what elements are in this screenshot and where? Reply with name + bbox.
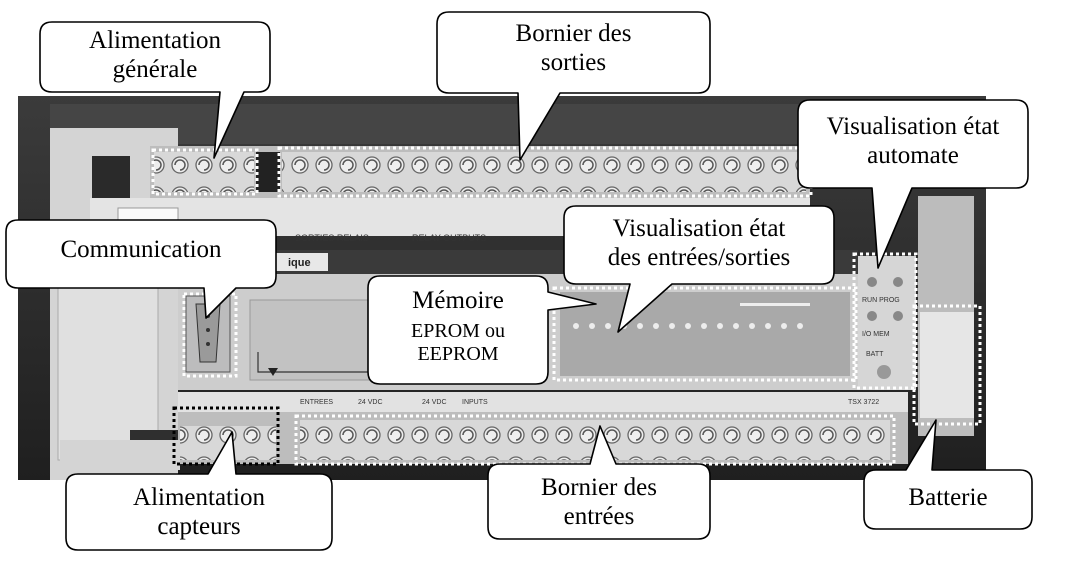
callout-memoire [367, 275, 597, 385]
callout-alimentation-generale [39, 21, 271, 159]
model-text: TSX 3722 [848, 399, 879, 406]
brand-text: ique [288, 257, 311, 269]
io-led-row [573, 323, 803, 329]
io-led [867, 311, 877, 321]
output-terminals [282, 152, 806, 192]
callouts [5, 11, 1033, 551]
port-pin [206, 342, 210, 346]
vdc-text-2: 24 VDC [422, 399, 447, 406]
callout-alimentation-capteurs [65, 431, 333, 551]
callout-batterie [863, 419, 1033, 530]
callout-bornier-sorties [436, 11, 711, 161]
memory-slot-outline [257, 352, 370, 373]
callout-visualisation-automate [797, 99, 1029, 269]
run-led [867, 277, 877, 287]
power-module-window [92, 156, 130, 202]
batt-text: BATT [866, 351, 884, 358]
mem-led [893, 311, 903, 321]
io-led-bar [740, 303, 810, 306]
relay-outputs-text: RELAY OUTPUTS [412, 233, 486, 243]
brand-plate [276, 253, 328, 271]
sorties-relais-text: SORTIES RELAIS [295, 233, 369, 243]
battery-compartment [920, 312, 974, 418]
callout-communication [5, 219, 277, 319]
slot-arrow [268, 368, 278, 376]
batt-led [877, 365, 891, 379]
terminal-separator [256, 152, 280, 192]
entrees-text: ENTREES [300, 399, 333, 406]
callout-visualisation-es [563, 205, 835, 333]
callout-bornier-entrees [487, 425, 711, 540]
port-pin [206, 328, 210, 332]
io-mem-text: I/O MEM [862, 331, 890, 338]
inputs-text: INPUTS [462, 399, 488, 406]
power-terminals [154, 152, 254, 192]
run-prog-text: RUN PROG [862, 297, 900, 304]
prog-led [893, 277, 903, 287]
bottom-left-foot [60, 440, 180, 470]
vdc-text-1: 24 VDC [358, 399, 383, 406]
